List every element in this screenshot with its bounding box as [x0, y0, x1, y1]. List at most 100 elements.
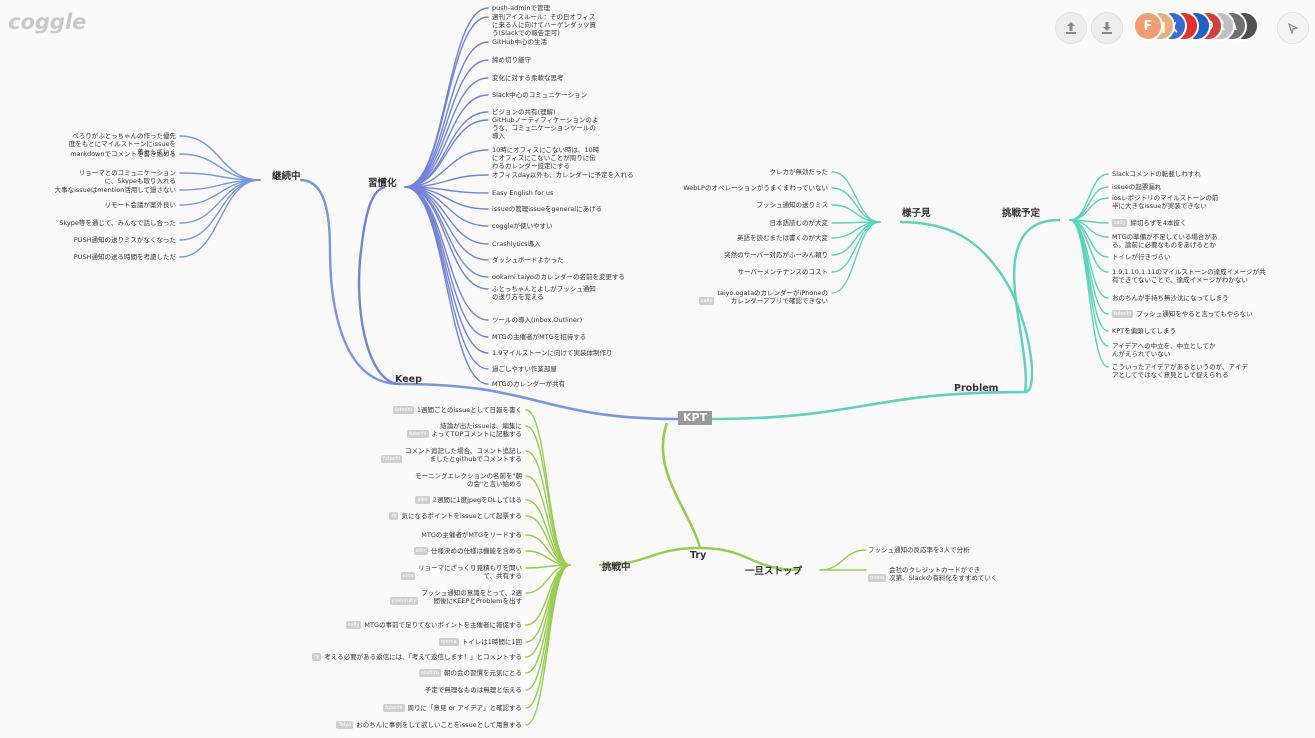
node-habit[interactable]: 習慣化 — [368, 179, 397, 189]
stop-item[interactable]: mooo会社のクレジットカードができ次第、Slackの有料化をすすめていく — [868, 566, 997, 582]
habit-item[interactable]: 変化に対する柔軟な思考 — [492, 74, 564, 82]
continuing-item[interactable]: リモート会議が案外良い — [105, 201, 177, 209]
node-label: プッシュ通知の反応率を3人で分析 — [868, 546, 970, 554]
assignee-tag: ryoma — [438, 638, 459, 646]
continuing-item[interactable]: ぺろりがふとっちゃんの作った優先度をもとにマイルストーンにissueを落としてい… — [69, 132, 176, 156]
habit-item[interactable]: push-adminで管理 — [492, 4, 550, 12]
trying-item[interactable]: futochiコメント追記した場合、コメント追記しましたとgithubでコメント… — [380, 447, 522, 463]
challenge-item[interactable]: おのちんが手持ち無沙汰になってしまう — [1112, 294, 1229, 302]
collaborator-avatar[interactable]: F — [1133, 11, 1163, 41]
node-problem[interactable]: Problem — [954, 384, 999, 394]
node-challenge[interactable]: 挑戦予定 — [1002, 209, 1040, 219]
habit-item[interactable]: ふとっちゃんとよしがプッシュ通知の送り方を覚える — [492, 285, 596, 301]
habit-item[interactable]: 10時にオフィスにこない時は、10時にオフィスにこないことが周りに伝わるカレンダ… — [492, 146, 599, 170]
habit-item[interactable]: MTGの主催者がMTGを招待する — [492, 333, 586, 341]
node-trying[interactable]: 挑戦中 — [602, 562, 631, 573]
node-keep[interactable]: Keep — [395, 375, 422, 385]
trying-item[interactable]: yoshirubyプッシュ通知の意識をとって、2週間後にKEEPとProblem… — [389, 589, 522, 605]
challenge-item[interactable]: Slackコメントの転載しわすれ — [1112, 170, 1201, 178]
continuing-item[interactable]: PUSH通知の送りミスがなくなった — [74, 236, 176, 244]
challenge-item[interactable]: アイデアへの中立を、中立としてかんがえられていない — [1112, 342, 1215, 358]
watching-item[interactable]: 日本語読むのが大変 — [770, 219, 829, 227]
habit-item[interactable]: issueの管理issueをgeneralにあげる — [492, 205, 602, 213]
node-label: 継続中 — [272, 171, 301, 182]
watching-item[interactable]: sallytaiyo.ogataのカレンダーがiPhoneのカレンダーアプリで確… — [698, 289, 828, 305]
coggle-logo[interactable]: coggle — [8, 10, 87, 34]
assignee-tag: futochi — [1112, 310, 1134, 318]
node-watching[interactable]: 様子見 — [902, 209, 931, 219]
challenge-item[interactable]: issueの起票漏れ — [1112, 183, 1161, 191]
node-label: 挑戦中 — [602, 562, 631, 573]
habit-item[interactable]: 1.9マイルストーンに向けて実装体制作り — [492, 349, 613, 357]
stop-item[interactable]: プッシュ通知の反応率を3人で分析 — [868, 546, 970, 554]
challenge-item[interactable]: MTGの準備が不足している場合がある。論前に必要なものをあげるとか — [1112, 233, 1217, 249]
edge-continuing-item — [179, 135, 261, 181]
edge-stop-item — [819, 549, 867, 571]
continuing-item[interactable]: 大事なissueはmention活用して過さない — [55, 186, 176, 194]
download-button[interactable] — [1091, 12, 1123, 44]
habit-item[interactable]: 週刊アイスルール：その日オフィスに来る人に向けてハーゲンダッツ買う(Slackで… — [492, 13, 596, 37]
habit-item[interactable]: GitHub中心の生活 — [492, 38, 547, 46]
habit-item[interactable]: ookami.taiyoのカレンダーの名前を変更する — [492, 273, 625, 281]
watching-item[interactable]: 英語を読むまたは書くのが大変 — [737, 234, 828, 242]
habit-item[interactable]: coggleが使いやすい — [492, 222, 553, 230]
watching-item[interactable]: クレカが無効だった — [770, 168, 829, 176]
trying-item[interactable]: 予定で無理なものは無理と伝える — [425, 686, 522, 694]
watching-item[interactable]: プッシュ通知の送りミス — [757, 201, 829, 209]
challenge-item[interactable]: こういったアイデアがあるというのが、アイデアとしてではなく意見として捉えられる — [1112, 363, 1248, 379]
node-label: GitHubノーティフィケーションのような、コミュニケーションツールの導入 — [492, 116, 599, 140]
edge-challenge-item — [1069, 186, 1109, 221]
watching-item[interactable]: サーバーメンテナンスのコスト — [737, 268, 828, 276]
edge-habit-item — [404, 186, 489, 245]
challenge-item[interactable]: 1.9,1.10,1.11のマイルストーンの達成イメージが共有できてないことで、… — [1112, 268, 1265, 284]
continuing-item[interactable]: PUSH通知の送る時間を考慮しただ — [74, 253, 176, 261]
habit-item[interactable]: ビジョンの共有(理解) — [492, 108, 556, 116]
trying-item[interactable]: futochi結論が出たissueは、編集によってTOPコメントに記載する — [407, 422, 522, 438]
habit-item[interactable]: ダッシュボードよかった — [492, 256, 564, 264]
cursor-mode-button[interactable] — [1277, 12, 1309, 44]
watching-item[interactable]: WebLPのオペレーションがうまくまわっていない — [683, 184, 828, 192]
edge-watching-item — [831, 171, 881, 223]
habit-item[interactable]: 過ごしやすい作業部屋 — [492, 365, 557, 373]
habit-item[interactable]: Easy English for us — [492, 189, 553, 197]
node-label: こういったアイデアがあるというのが、アイデアとしてではなく意見として捉えられる — [1112, 363, 1248, 379]
habit-item[interactable]: 締め切り厳守 — [492, 56, 531, 64]
habit-item[interactable]: Slack中心のコミュニケーション — [492, 91, 587, 99]
continuing-item[interactable]: リョーマとのコミュニケーションに、Skypeも取り入れる — [79, 169, 176, 185]
node-root-kpt[interactable]: KPT — [678, 411, 713, 425]
trying-item[interactable]: モーニングエレクションの名前を"朝の会"と言い始める — [415, 472, 522, 488]
upload-button[interactable] — [1055, 12, 1087, 44]
node-label: 締め切り厳守 — [492, 56, 531, 64]
habit-item[interactable]: MTGのカレンダーが共有 — [492, 380, 565, 388]
node-continuing[interactable]: 継続中 — [272, 171, 301, 182]
node-label: WebLPのオペレーションがうまくまわっていない — [683, 184, 828, 192]
challenge-item[interactable]: トイレが行きづらい — [1112, 253, 1171, 261]
continuing-item[interactable]: markdownでコメントを書き始める — [70, 150, 176, 158]
trying-item[interactable]: alexリョーマにざっくり見積もりを聞いて、共有する — [400, 564, 522, 580]
trying-item[interactable]: MTGの主催者がMTGをリードする — [421, 531, 522, 539]
challenge-item[interactable]: KPTを偏頭してしまう — [1112, 327, 1176, 335]
challenge-item[interactable]: iosレポジトリのマイルストーンの前半に大きなissueが実装できない — [1112, 194, 1218, 210]
habit-item[interactable]: ツールの導入(Inbox,Outliner) — [492, 316, 582, 324]
habit-item[interactable]: オフィスday以外も、カレンダーに予定を入れる — [492, 171, 634, 179]
habit-item[interactable]: Crashlytics導入 — [492, 240, 541, 248]
node-stop[interactable]: 一旦ストップ — [745, 567, 802, 577]
assignee-tag: yoshiru — [418, 669, 441, 677]
watching-item[interactable]: 突然のサーバー対応がふーみん頼り — [724, 251, 828, 259]
node-try[interactable]: Try — [690, 551, 706, 561]
continuing-item[interactable]: Skype等を通じて、みんなで話し合った — [59, 219, 176, 227]
habit-item[interactable]: GitHubノーティフィケーションのような、コミュニケーションツールの導入 — [492, 116, 598, 140]
